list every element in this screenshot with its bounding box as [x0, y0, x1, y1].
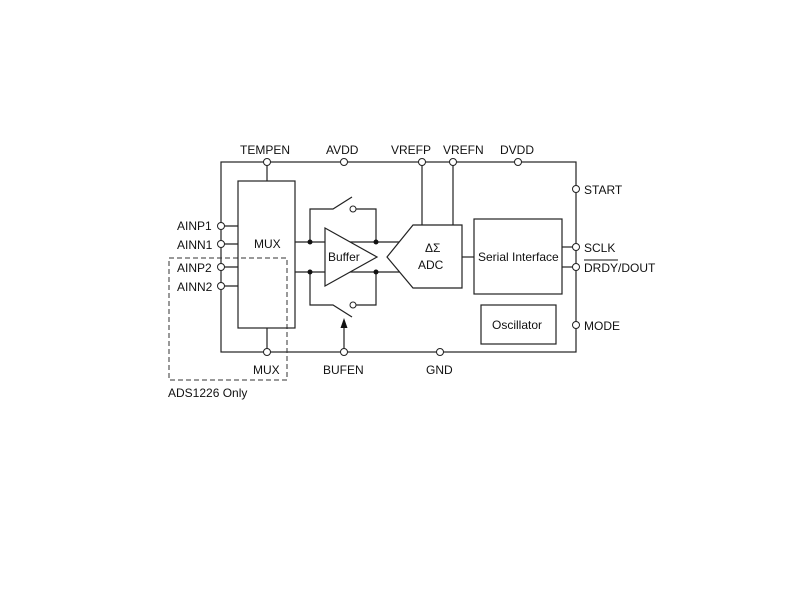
pin-dout: /DOUT: [618, 261, 656, 275]
ads1226-region: [168, 257, 288, 381]
pin-sclk: SCLK: [584, 241, 615, 255]
mux-label: MUX: [254, 237, 281, 251]
top-pins: [263, 158, 522, 166]
mux-block: [237, 180, 296, 329]
pin-vrefp: VREFP: [391, 143, 431, 157]
pin-start: START: [584, 183, 623, 197]
arrow-up-icon: [340, 318, 348, 328]
serial-interface-label: Serial Interface: [478, 250, 559, 264]
oscillator-label: Oscillator: [492, 318, 542, 332]
pin-ainn2: AINN2: [177, 280, 213, 294]
input-wires: [221, 225, 238, 287]
adc-block: [386, 224, 463, 289]
bottom-pins: [263, 348, 444, 356]
pin-drdy: DRDY: [584, 261, 618, 275]
adc-symbol: ΔΣ: [425, 241, 440, 255]
pin-ainp2: AINP2: [177, 261, 212, 275]
oscillator-block: [480, 304, 557, 345]
ads1226-note: ADS1226 Only: [168, 386, 247, 400]
pin-dvdd: DVDD: [500, 143, 534, 157]
pin-mode: MODE: [584, 319, 620, 333]
pin-bufen: BUFEN: [323, 363, 364, 377]
pin-avdd: AVDD: [326, 143, 359, 157]
pin-ainn1: AINN1: [177, 238, 213, 252]
pin-mux: MUX: [253, 363, 280, 377]
right-pins: [572, 185, 580, 329]
junction-dots: [307, 239, 379, 275]
adc-label: ADC: [418, 258, 444, 272]
bypass-switch-top: [309, 196, 377, 242]
buffer-label: Buffer: [328, 250, 360, 264]
pin-drdy-dout: DRDY/DOUT: [584, 261, 656, 275]
left-pins: [217, 222, 225, 290]
pin-tempen: TEMPEN: [240, 143, 290, 157]
buffer-block: [324, 226, 379, 288]
pin-gnd: GND: [426, 363, 453, 377]
serial-interface-block: [473, 218, 563, 295]
chip-outline: [220, 161, 577, 353]
bypass-switch-bottom: [309, 272, 377, 318]
pin-vrefn: VREFN: [443, 143, 484, 157]
pin-ainp1: AINP1: [177, 219, 212, 233]
